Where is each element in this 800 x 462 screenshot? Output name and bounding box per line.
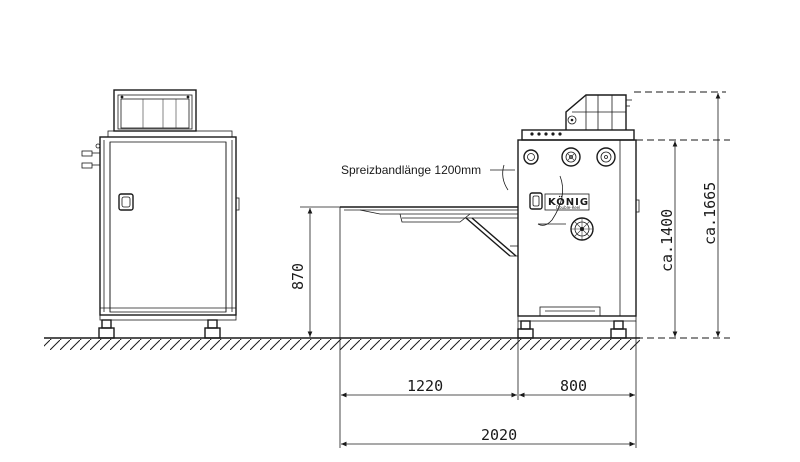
dial-gauges bbox=[523, 147, 616, 167]
dim-870-label: 870 bbox=[289, 263, 307, 290]
fan-grille bbox=[570, 217, 594, 241]
belt-length-label: Spreizbandlänge 1200mm bbox=[341, 163, 481, 177]
floor bbox=[44, 337, 640, 350]
dim-1220-label: 1220 bbox=[407, 377, 443, 395]
belt-length-annotation: Spreizbandlänge 1200mm bbox=[341, 163, 515, 177]
dimension-machine-depth: 800 bbox=[519, 377, 635, 398]
dimension-body-height: ca.1400 bbox=[658, 141, 678, 337]
spreader-belt bbox=[340, 164, 566, 257]
dim-2020-label: 2020 bbox=[481, 426, 517, 444]
dim-1665-label: ca.1665 bbox=[701, 182, 719, 245]
machine-side-view: KÖNIG Double-Reel bbox=[517, 94, 640, 339]
dimension-table-height: 870 bbox=[289, 206, 340, 339]
dim-800-label: 800 bbox=[560, 377, 587, 395]
dimension-belt-projection: 1220 bbox=[341, 377, 517, 398]
dim-1400-label: ca.1400 bbox=[658, 209, 676, 272]
brand-badge bbox=[529, 192, 543, 210]
dimension-overall-length: 2020 bbox=[341, 426, 635, 447]
machine-front-view bbox=[81, 89, 240, 339]
brand-sub-text: Double-Reel bbox=[556, 205, 580, 210]
brand-logo-text: KÖNIG bbox=[548, 194, 589, 208]
dimension-total-height: ca.1665 bbox=[701, 93, 721, 337]
